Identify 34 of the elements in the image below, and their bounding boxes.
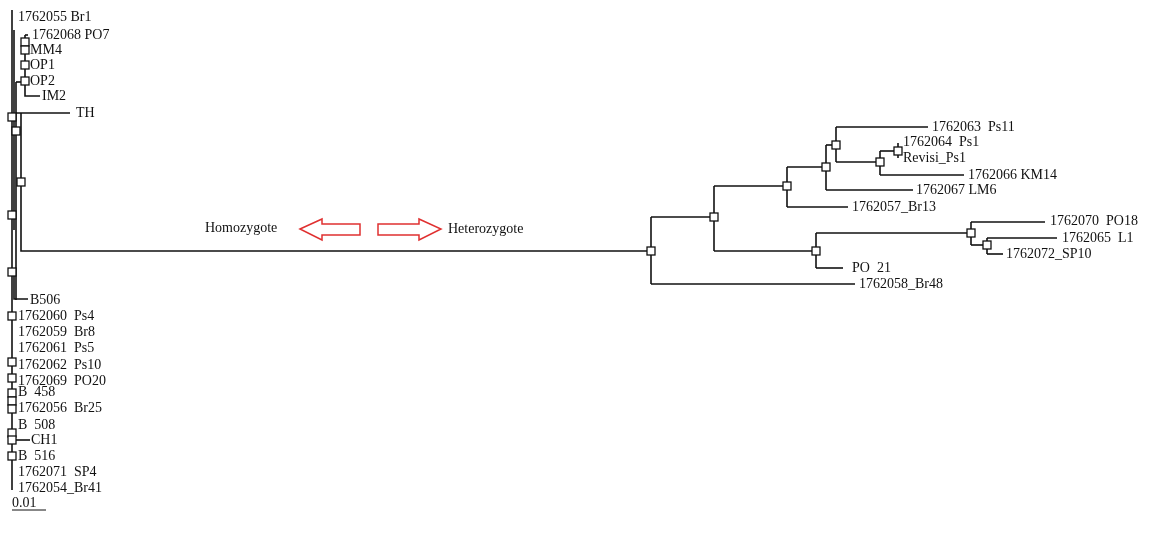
taxon-label: CH1 [31,433,58,447]
taxon-label: 1762059 Br8 [18,325,95,339]
taxon-label: 1762062 Ps10 [18,358,102,372]
taxon-label: 1762066 KM14 [968,168,1058,182]
taxon-label: 1762068 PO7 [32,28,110,42]
taxon-label: 1762060 Ps4 [18,309,95,323]
taxon-label: 1762057_Br13 [852,200,936,214]
taxon-label: Revisi_Ps1 [903,151,966,165]
taxon-label: 1762065 L1 [1062,231,1134,245]
taxon-label: 1762070 PO18 [1050,214,1138,228]
taxon-label: 1762064 Ps1 [903,135,980,149]
taxon-label: B506 [30,293,61,307]
taxon-label: B 458 [18,385,56,399]
taxon-label: PO 21 [852,261,891,275]
taxon-label: OP2 [30,74,55,88]
taxon-label: 1762061 Ps5 [18,341,95,355]
taxon-label: 1762054_Br41 [18,481,102,495]
taxon-label: 1762067 LM6 [916,183,997,197]
taxon-label: 1762072_SP10 [1006,247,1092,261]
taxon-label: 1762071 SP4 [18,465,97,479]
annotation-label: Heterozygote [448,222,524,236]
taxon-label: 1762063 Ps11 [932,120,1015,134]
taxon-label: 1762055 Br1 [18,10,92,24]
taxon-label: IM2 [42,89,67,103]
taxon-label: MM4 [30,43,62,57]
scale-label: 0.01 [12,496,37,510]
taxon-label: OP1 [30,58,55,72]
annotation-label: Homozygote [205,221,278,235]
taxon-label: B 508 [18,418,56,432]
taxon-label: B 516 [18,449,56,463]
taxon-label: 1762056 Br25 [18,401,102,415]
taxon-label: 1762058_Br48 [859,277,943,291]
taxon-label: 1762069 PO20 [18,374,106,388]
taxon-label: TH [76,106,95,120]
